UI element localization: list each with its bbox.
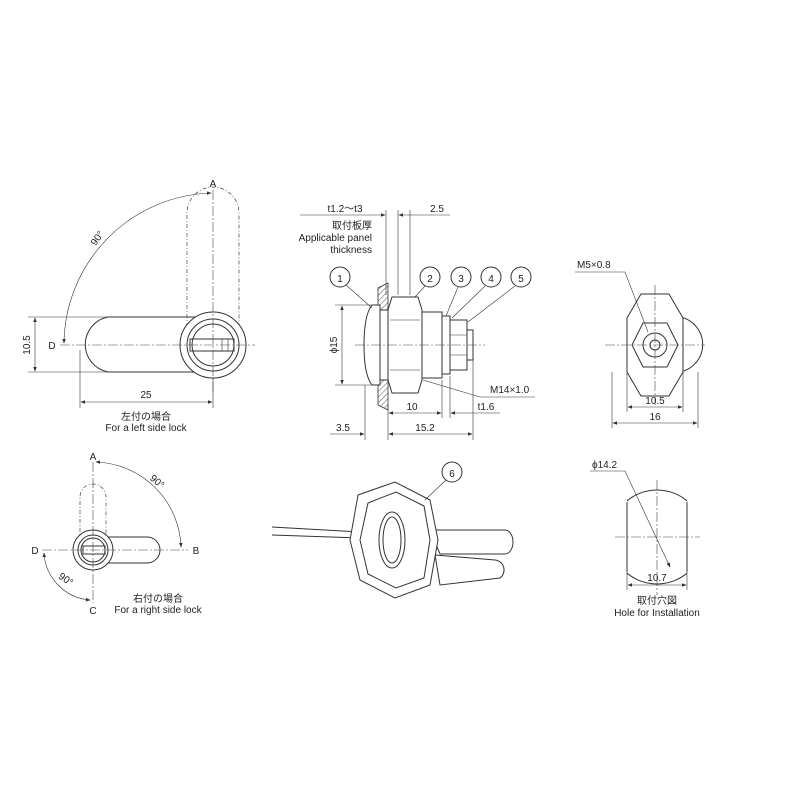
part-2: 2 <box>427 274 433 285</box>
left-side-lock-view: A D 90° 10.5 25 左付の場合 For a left side lo… <box>22 179 255 434</box>
part-1: 1 <box>337 274 343 285</box>
key-drawing: 6 <box>271 461 514 599</box>
caption-jp: 左付の場合 <box>121 410 171 423</box>
diameter: ϕ15 <box>329 336 340 353</box>
panel-jp: 取付板厚 <box>332 219 372 232</box>
label-c: C <box>89 606 96 617</box>
end-view: M5×0.8 10.5 16 <box>575 260 705 428</box>
caption-en: For a left side lock <box>105 423 187 434</box>
angle-label: 90° <box>89 229 107 248</box>
hole-width: 10.7 <box>647 573 667 584</box>
part-4: 4 <box>488 274 494 285</box>
dim-height: 10.5 <box>22 335 33 355</box>
dim-10: 10 <box>406 402 418 413</box>
dim-16: 16 <box>649 412 661 423</box>
panel-en-2: thickness <box>330 245 372 256</box>
thread-spec: M14×1.0 <box>490 385 530 396</box>
dim-top: 2.5 <box>430 204 444 215</box>
label-a: A <box>90 452 97 463</box>
panel-range: t1.2～t3 <box>327 204 362 215</box>
part-callouts: 1 2 3 4 5 <box>329 266 532 323</box>
dim-10-5: 10.5 <box>645 396 665 407</box>
panel-en-1: Applicable panel <box>299 233 372 244</box>
caption-jp: 取付穴図 <box>637 594 677 607</box>
screw-spec: M5×0.8 <box>577 260 611 271</box>
label-a: A <box>210 179 217 190</box>
part-6: 6 <box>449 469 455 480</box>
hole-view: ϕ14.2 10.7 取付穴図 Hole for Installation <box>590 460 700 619</box>
label-d: D <box>48 341 55 352</box>
dim-15-2: 15.2 <box>415 423 435 434</box>
caption-jp: 右付の場合 <box>133 592 183 605</box>
side-view: t1.2～t3 2.5 取付板厚 Applicable panel thickn… <box>299 204 535 440</box>
part-5: 5 <box>518 274 524 285</box>
hole-diameter: ϕ14.2 <box>592 460 618 471</box>
caption-en: For a right side lock <box>114 605 202 616</box>
angle-ab: 90° <box>147 473 166 491</box>
dim-3-5: 3.5 <box>336 423 350 434</box>
label-b: B <box>193 546 200 557</box>
label-d: D <box>31 546 38 557</box>
dim-length: 25 <box>140 390 152 401</box>
part-3: 3 <box>458 274 464 285</box>
dim-t16: t1.6 <box>478 402 495 413</box>
right-side-lock-view: A B C D 90° 90° 右付の場合 For a right side l… <box>31 452 202 617</box>
caption-en: Hole for Installation <box>614 608 700 619</box>
